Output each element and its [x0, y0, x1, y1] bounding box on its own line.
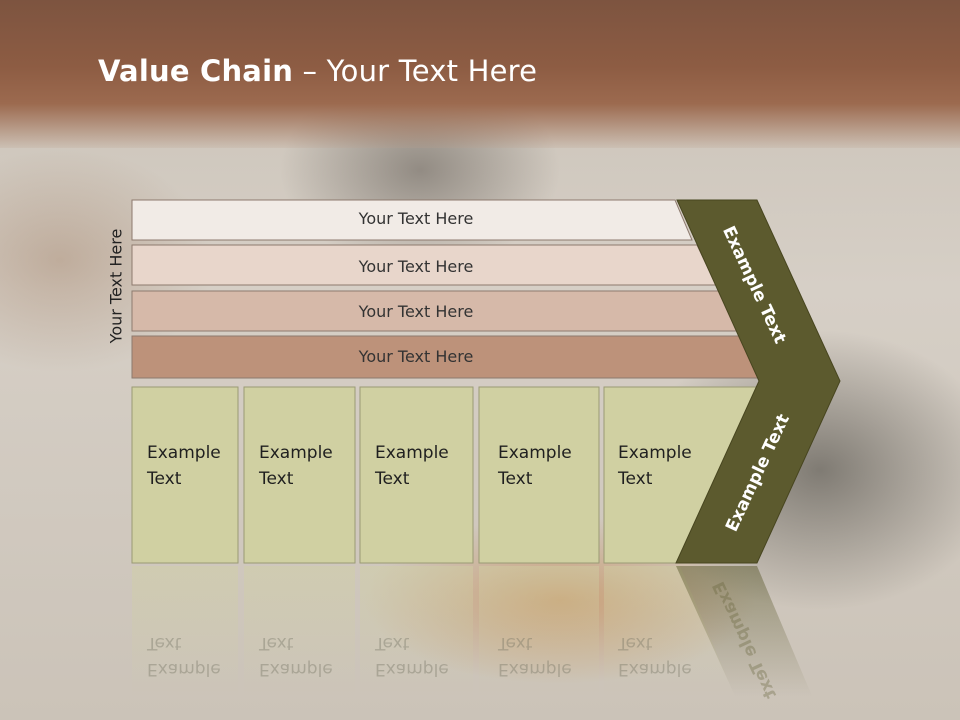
- box-1-reflection-label: Example Text: [147, 630, 221, 682]
- title-bold: Value Chain: [98, 54, 294, 88]
- band-4-label: Your Text Here: [358, 347, 474, 366]
- box-4-reflection: [479, 566, 599, 696]
- chevron-arrow: [675, 199, 841, 564]
- box-5-reflection: [604, 566, 735, 696]
- box-2-reflection-line2: Text: [259, 633, 294, 653]
- box-3-line1: Example: [375, 443, 449, 463]
- box-3-line2: Text: [375, 469, 410, 489]
- box-4-reflection-line2: Text: [498, 633, 533, 653]
- box-3-reflection-label: Example Text: [375, 630, 449, 682]
- box-3-reflection-line2: Text: [375, 633, 410, 653]
- band-1-label: Your Text Here: [358, 209, 474, 228]
- box-5-reflection-label: Example Text: [618, 630, 692, 682]
- box-5-reflection-line2: Text: [618, 633, 653, 653]
- box-2-line1: Example: [259, 443, 333, 463]
- band-1: [131, 199, 693, 241]
- box-2-reflection-line1: Example: [259, 659, 333, 679]
- box-1-line2: Text: [147, 469, 182, 489]
- box-2: [243, 386, 356, 564]
- chevron-reflection: [676, 566, 812, 696]
- slide-title: Value Chain – Your Text Here: [98, 54, 537, 88]
- title-band: [0, 0, 960, 148]
- box-4-reflection-line1: Example: [498, 659, 572, 679]
- box-1-line1: Example: [147, 443, 221, 463]
- box-2-reflection: [244, 566, 355, 696]
- box-4-reflection-label: Example Text: [498, 630, 572, 682]
- box-1-reflection-line2: Text: [147, 633, 182, 653]
- box-3-reflection-line1: Example: [375, 659, 449, 679]
- box-3: [359, 386, 474, 564]
- box-5-line1: Example: [618, 443, 692, 463]
- box-1-reflection: [132, 566, 238, 696]
- box-2-reflection-label: Example Text: [259, 630, 333, 682]
- box-1-reflection-line1: Example: [147, 659, 221, 679]
- box-1: [131, 386, 239, 564]
- box-2-line2: Text: [259, 469, 294, 489]
- box-4-line1: Example: [498, 443, 572, 463]
- box-4-line2: Text: [498, 469, 533, 489]
- box-5-reflection-line1: Example: [618, 659, 692, 679]
- title-rest: – Your Text Here: [293, 54, 538, 88]
- box-4: [478, 386, 600, 564]
- box-3-reflection: [360, 566, 473, 696]
- box-5-line2: Text: [618, 469, 653, 489]
- band-3-label: Your Text Here: [358, 302, 474, 321]
- band-2-label: Your Text Here: [358, 257, 474, 276]
